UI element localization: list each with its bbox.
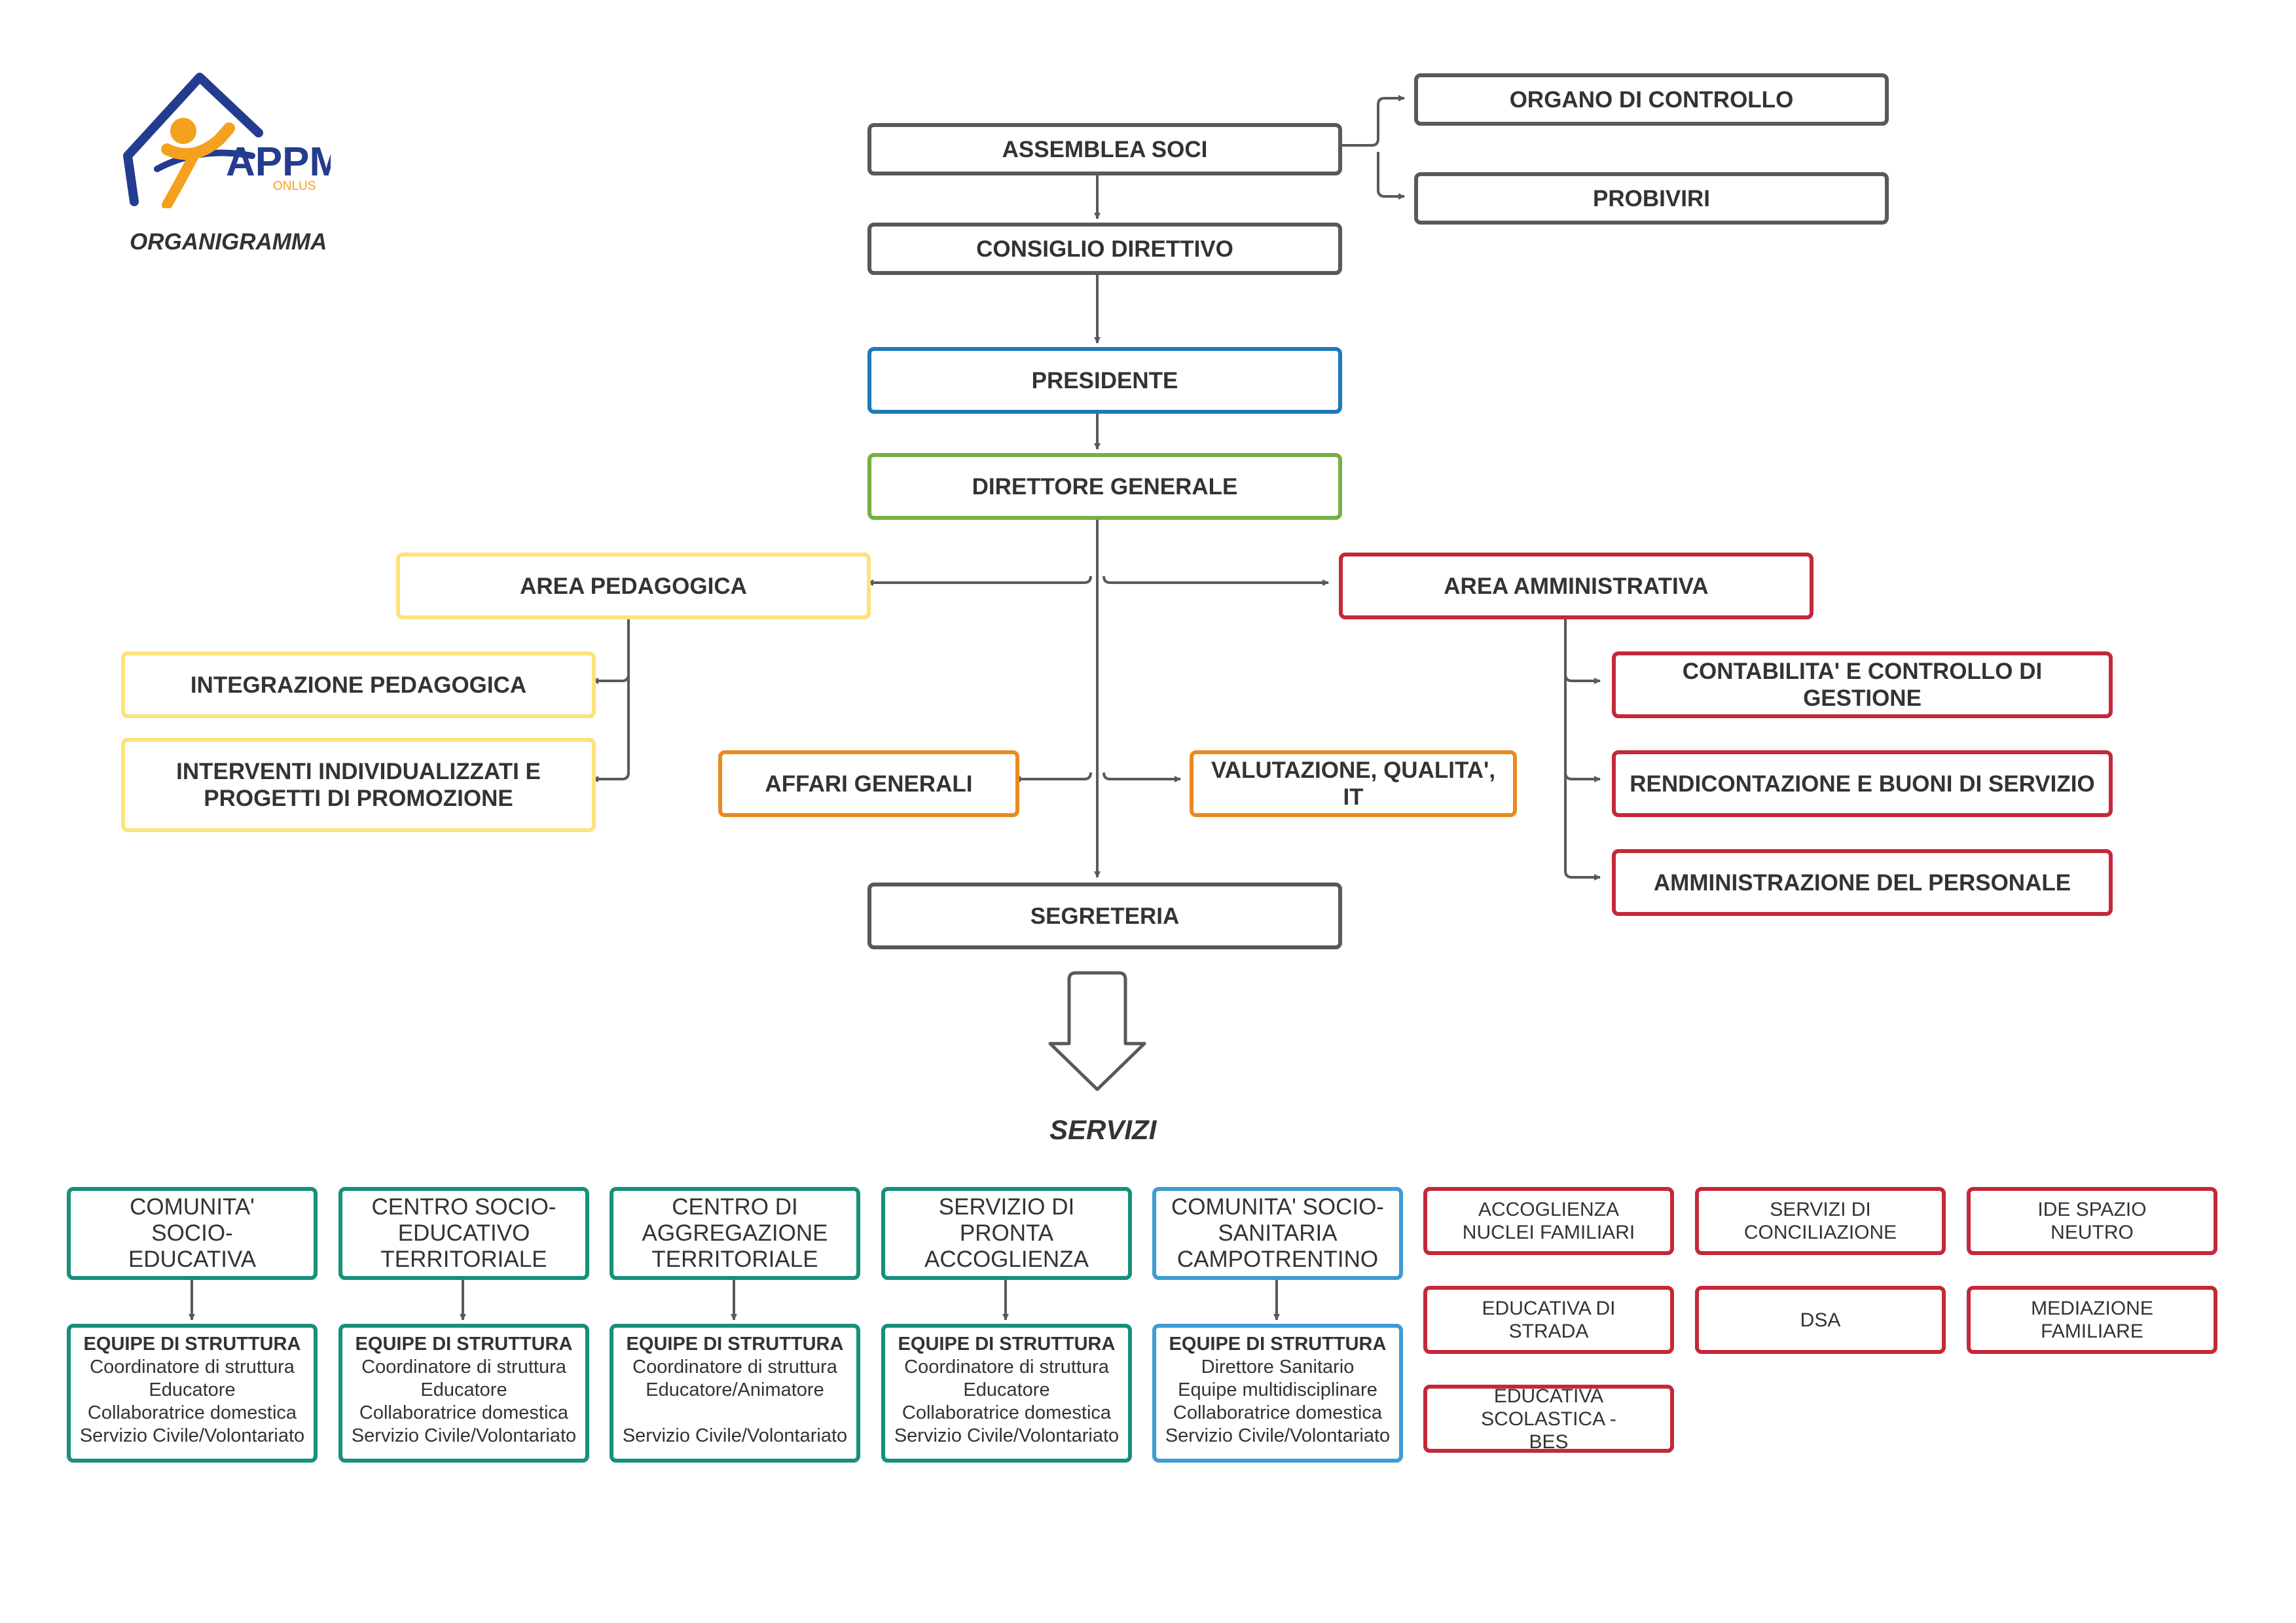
team-title: EQUIPE DI STRUTTURA	[626, 1334, 844, 1355]
node-affari-generali: AFFARI GENERALI	[718, 750, 1019, 817]
logo-brand: APPM	[226, 139, 331, 185]
service-comunita-socio-sanitaria: COMUNITA' SOCIO-SANITARIA CAMPOTRENTINO	[1152, 1187, 1403, 1280]
team-member: Collaboratrice domestica	[1173, 1402, 1383, 1423]
node-area-amministrativa: AREA AMMINISTRATIVA	[1339, 553, 1813, 619]
team-member: Direttore Sanitario	[1201, 1357, 1355, 1377]
service-mediazione-familiare: MEDIAZIONE FAMILIARE	[1967, 1286, 2217, 1354]
servizi-title: SERVIZI	[1049, 1114, 1157, 1145]
connector-ped-integrazione	[592, 615, 630, 684]
team-member: Servizio Civile/Volontariato	[79, 1425, 305, 1446]
service-accoglienza-nuclei: ACCOGLIENZA NUCLEI FAMILIARI	[1423, 1187, 1674, 1255]
connector-direttore-affari	[1014, 772, 1092, 782]
service-centro-socio-educativo: CENTRO SOCIO-EDUCATIVO TERRITORIALE	[338, 1187, 589, 1280]
service-educativa-scolastica: EDUCATIVA SCOLASTICA - BES	[1423, 1385, 1674, 1453]
connector-amm-personale	[1564, 773, 1601, 881]
team-member: Servizio Civile/Volontariato	[351, 1425, 577, 1446]
node-organo-di-controllo: ORGANO DI CONTROLLO	[1414, 73, 1889, 126]
connector-ped-interventi	[592, 674, 630, 782]
team-member: Educatore/Animatore	[646, 1379, 824, 1400]
team-equipe-4: EQUIPE DI STRUTTURA Coordinatore di stru…	[881, 1324, 1132, 1463]
team-member: Educatore	[420, 1379, 507, 1400]
team-equipe-2: EQUIPE DI STRUTTURA Coordinatore di stru…	[338, 1324, 589, 1463]
node-rendicontazione: RENDICONTAZIONE E BUONI DI SERVIZIO	[1612, 750, 2113, 817]
team-equipe-3: EQUIPE DI STRUTTURA Coordinatore di stru…	[610, 1324, 860, 1463]
team-member: Coordinatore di struttura	[904, 1357, 1109, 1377]
node-integrazione-pedagogica: INTEGRAZIONE PEDAGOGICA	[121, 651, 596, 718]
connector-amm-rendicontazione	[1564, 674, 1601, 782]
node-presidente: PRESIDENTE	[867, 347, 1342, 414]
connector-direttore-valutazione	[1102, 772, 1181, 782]
service-centro-aggregazione: CENTRO DI AGGREGAZIONE TERRITORIALE	[610, 1187, 860, 1280]
team-member: Educatore	[963, 1379, 1050, 1400]
appm-logo: APPM ONLUS	[123, 73, 331, 208]
page-title: ORGANIGRAMMA	[130, 229, 327, 255]
connector-direttore-area-ped	[867, 575, 1092, 586]
team-equipe-1: EQUIPE DI STRUTTURA Coordinatore di stru…	[67, 1324, 318, 1463]
service-pronta-accoglienza: SERVIZIO DI PRONTA ACCOGLIENZA	[881, 1187, 1132, 1280]
node-probiviri: PROBIVIRI	[1414, 172, 1889, 225]
service-ide-spazio-neutro: IDE SPAZIO NEUTRO	[1967, 1187, 2217, 1255]
team-member: Servizio Civile/Volontariato	[1165, 1425, 1391, 1446]
logo-sub: ONLUS	[273, 179, 316, 193]
team-member: Coordinatore di struttura	[361, 1357, 566, 1377]
service-dsa: DSA	[1695, 1286, 1946, 1354]
service-educativa-strada: EDUCATIVA DI STRADA	[1423, 1286, 1674, 1354]
node-consiglio-direttivo: CONSIGLIO DIRETTIVO	[867, 223, 1342, 275]
team-title: EQUIPE DI STRUTTURA	[898, 1334, 1116, 1355]
team-member: Collaboratrice domestica	[902, 1402, 1112, 1423]
connector-assemblea-probiviri	[1377, 152, 1405, 200]
node-amministrazione-personale: AMMINISTRAZIONE DEL PERSONALE	[1612, 849, 2113, 916]
team-member: Collaboratrice domestica	[87, 1402, 297, 1423]
node-interventi-individualizzati: INTERVENTI INDIVIDUALIZZATI E PROGETTI D…	[121, 738, 596, 832]
node-contabilita: CONTABILITA' E CONTROLLO DI GESTIONE	[1612, 651, 2113, 718]
connector-direttore-area-amm	[1102, 575, 1329, 586]
big-down-arrow	[1048, 971, 1146, 1091]
team-title: EQUIPE DI STRUTTURA	[1169, 1334, 1387, 1355]
team-member: Collaboratrice domestica	[359, 1402, 569, 1423]
connector-assemblea-organo	[1342, 95, 1405, 147]
node-assemblea-soci: ASSEMBLEA SOCI	[867, 123, 1342, 175]
team-member: Servizio Civile/Volontariato	[894, 1425, 1120, 1446]
service-conciliazione: SERVIZI DI CONCILIAZIONE	[1695, 1187, 1946, 1255]
node-direttore-generale: DIRETTORE GENERALE	[867, 453, 1342, 520]
team-member: Equipe multidisciplinare	[1178, 1379, 1377, 1400]
service-comunita-socio-educativa: COMUNITA' SOCIO-EDUCATIVA	[67, 1187, 318, 1280]
team-member: Servizio Civile/Volontariato	[622, 1425, 848, 1446]
team-member: Educatore	[149, 1379, 236, 1400]
node-area-pedagogica: AREA PEDAGOGICA	[396, 553, 871, 619]
node-segreteria: SEGRETERIA	[867, 883, 1342, 949]
team-equipe-5: EQUIPE DI STRUTTURA Direttore Sanitario …	[1152, 1324, 1403, 1463]
node-valutazione-qualita-it: VALUTAZIONE, QUALITA', IT	[1190, 750, 1517, 817]
team-member: Coordinatore di struttura	[90, 1357, 295, 1377]
team-member: Coordinatore di struttura	[632, 1357, 837, 1377]
connector-amm-contabilita	[1564, 615, 1601, 684]
team-member	[613, 1402, 856, 1425]
team-title: EQUIPE DI STRUTTURA	[355, 1334, 573, 1355]
team-title: EQUIPE DI STRUTTURA	[83, 1334, 301, 1355]
